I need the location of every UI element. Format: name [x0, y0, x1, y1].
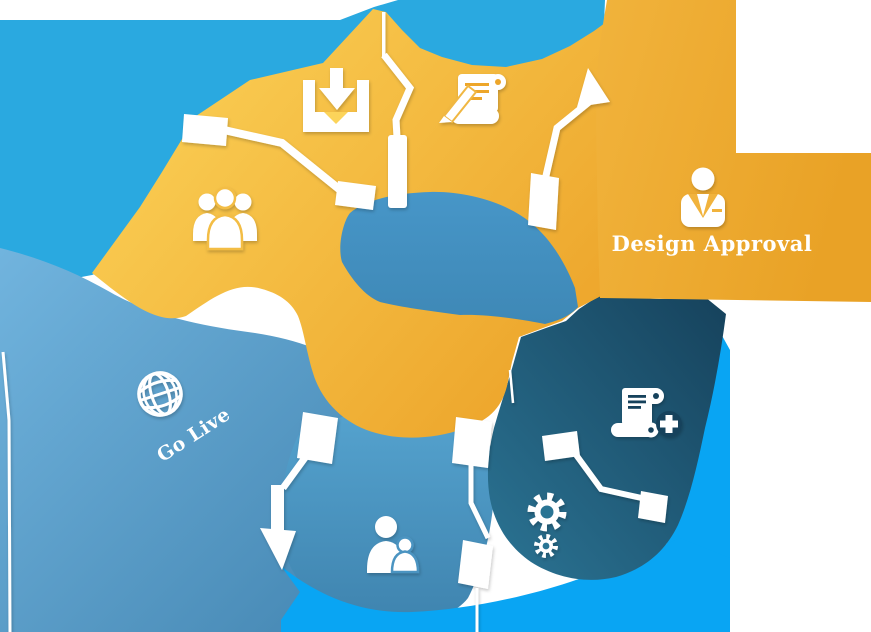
connector-navy-zigzag	[542, 431, 668, 523]
icons	[137, 68, 725, 574]
center-bean	[340, 191, 578, 324]
segment-handoff	[280, 408, 495, 621]
connector-handoff-development	[452, 417, 493, 632]
globe-icon	[137, 371, 183, 417]
segment-bright-blue-bottom	[281, 538, 730, 632]
design-approval-label: Design Approval	[612, 231, 813, 256]
connector-top-divider	[381, 12, 415, 208]
download-tray-icon	[303, 68, 369, 132]
segment-design-approval	[596, 0, 871, 302]
connectors	[1, 12, 668, 632]
two-users-icon	[367, 516, 420, 574]
businessman-icon	[681, 167, 725, 227]
scroll-plus-icon	[611, 388, 682, 438]
gears-icon	[527, 492, 567, 558]
connector-yellow-navy-seam	[508, 369, 515, 404]
signature-scroll-icon	[439, 74, 506, 124]
connector-arrow-down	[260, 412, 338, 570]
connector-left-seam	[1, 351, 12, 632]
group-users-icon	[193, 186, 257, 251]
connector-team-download	[182, 114, 376, 210]
connector-arrow-up	[528, 68, 610, 230]
